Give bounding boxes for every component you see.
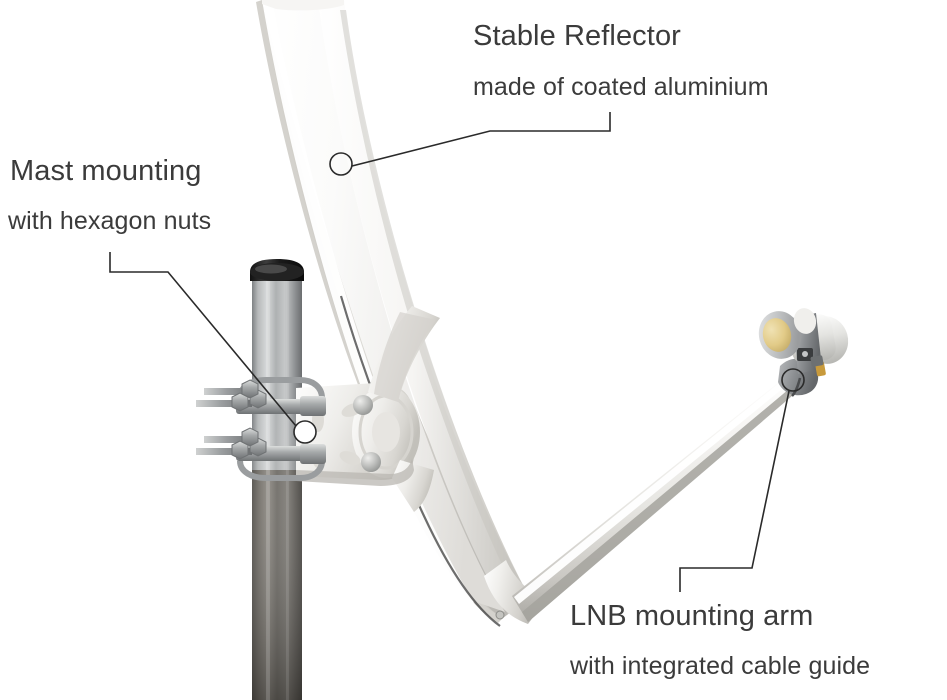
reflector-edge-highlight [262,0,474,608]
mast-clamp-upper [196,377,326,416]
clamp-rod-lower-a [196,448,252,455]
clamp-saddle-lower [300,444,326,464]
bracket-bolt-upper [353,395,373,415]
lnb-arm-highlight [514,371,798,604]
callout-leaders [109,112,805,592]
callout-subtitle-lnb: with integrated cable guide [570,652,871,680]
lnb-feed-horn [762,318,792,352]
mast-highlight-streak [266,281,270,700]
leader-line-lnb [679,390,790,592]
lnb-mounting-arm-group [484,370,806,624]
clamp-rod-upper-b [204,388,254,395]
lnb-connector-base [810,355,824,367]
clamp-rod-lower-b [204,436,254,443]
mount-bracket-neck-shade [374,312,436,402]
lnb-switch-dot [802,351,808,357]
callout-title-mast: Mast mounting [10,155,202,187]
reflector-front-sheet [262,0,505,612]
hexagon-nut-2 [231,392,249,412]
leader-line-reflector [351,112,611,167]
hexagon-nut-3 [241,379,259,399]
lnb-arm-elbow-bolt-2 [495,610,505,620]
clamp-saddle-upper [300,396,326,416]
reflector-right-limb [318,0,530,614]
mount-bracket-shadow [296,458,414,486]
mast-clamp-group [196,377,326,481]
marker-circle-mast [293,420,317,444]
callout-title-lnb: LNB mounting arm [570,600,814,632]
bracket-slot-2 [339,451,361,465]
leader-line-mast [109,252,297,427]
mast-clamp-lower [196,427,326,481]
mast-highlight-streak-2 [286,281,289,700]
callout-title-reflector: Stable Reflector [473,20,681,52]
callout-subtitle-reflector: made of coated aluminium [473,73,769,101]
lnb-upper-barrel [793,308,817,334]
mast-cap-gloss [255,264,287,274]
mast-group [250,259,304,700]
mast-shaft-shading [252,281,302,700]
u-bolt-lower-curve [237,460,325,481]
reflector-group [256,0,530,627]
mount-bracket-group [296,306,440,512]
marker-circle-lnb [781,368,805,392]
callout-subtitle-mast: with hexagon nuts [8,207,212,235]
lnb-cable-stub [791,377,802,397]
clamp-rod-upper-a [196,400,252,407]
lnb-arm-shade [522,379,806,622]
hexagon-nut-6 [241,427,259,447]
hexagon-nut-5 [231,440,249,460]
reflector-top-edge [262,0,344,11]
mount-bracket-hub-inner [372,412,400,452]
bracket-bolt-lower [361,452,381,472]
lnb-head-group [758,308,849,397]
marker-circle-reflector [329,152,353,176]
